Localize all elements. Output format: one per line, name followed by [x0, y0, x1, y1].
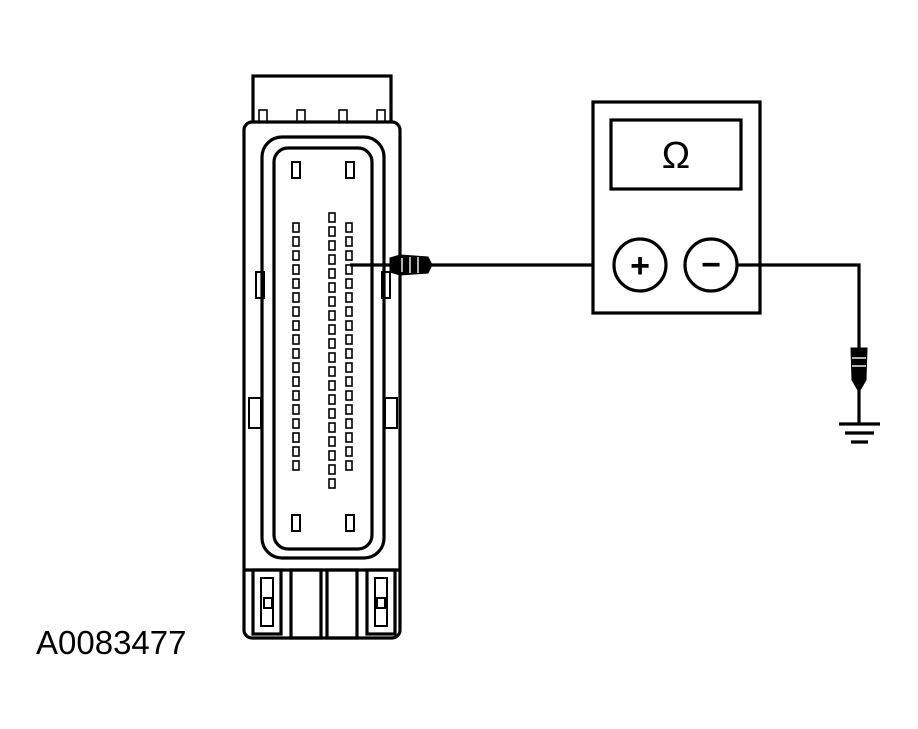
pin-cavity — [292, 460, 300, 471]
pin-cavity — [328, 212, 336, 223]
negative-lead-wire — [737, 263, 861, 350]
pin-cavity — [328, 450, 336, 461]
pin-cavity — [345, 362, 353, 373]
pin-cavity — [328, 478, 336, 489]
pin-cavity — [345, 306, 353, 317]
pin-cavities — [292, 212, 353, 489]
pin-cavity — [328, 394, 336, 405]
pin-cavity — [292, 278, 300, 289]
pin-cavity — [345, 264, 353, 275]
positive-terminal-label: + — [630, 247, 650, 285]
pin-cavity — [292, 446, 300, 457]
pin-cavity — [328, 338, 336, 349]
pin-cavity — [292, 432, 300, 443]
pin-cavity — [292, 250, 300, 261]
pin-cavity — [328, 352, 336, 363]
pin-cavity — [328, 366, 336, 377]
latch-center-right — [325, 568, 359, 640]
pin-cavity — [328, 422, 336, 433]
pin-cavity — [328, 436, 336, 447]
test-probe — [350, 254, 433, 276]
pin-cavity — [345, 320, 353, 331]
negative-terminal-label: − — [701, 246, 721, 284]
pin-cavity — [328, 296, 336, 307]
pin-cavity — [292, 320, 300, 331]
pin-cavity — [345, 390, 353, 401]
pin-cavity — [328, 282, 336, 293]
connector-top-tab — [251, 74, 393, 128]
latch-center-left — [289, 568, 323, 640]
pin-cavity — [328, 268, 336, 279]
pin-cavity — [345, 236, 353, 247]
pin-cavity — [292, 376, 300, 387]
pin-cavity — [292, 362, 300, 373]
pin-cavity — [328, 408, 336, 419]
pin-cavity — [345, 278, 353, 289]
pin-cavity — [345, 222, 353, 233]
pin-cavity — [328, 380, 336, 391]
pin-cavity — [292, 348, 300, 359]
pin-cavity — [292, 390, 300, 401]
pin-cavity — [328, 324, 336, 335]
latch-right — [365, 568, 397, 636]
pin-cavity — [345, 250, 353, 261]
pin-cavity — [345, 404, 353, 415]
pin-cavity — [292, 404, 300, 415]
pin-cavity — [292, 222, 300, 233]
pin-cavity — [328, 226, 336, 237]
pin-cavity — [328, 464, 336, 475]
pin-cavity — [345, 418, 353, 429]
ground-probe — [850, 347, 868, 424]
pin-cavity — [328, 240, 336, 251]
pin-cavity — [345, 376, 353, 387]
connector-face-inner — [272, 146, 374, 551]
latch-left — [251, 568, 283, 636]
connector-body — [242, 120, 402, 640]
ground-symbol — [839, 422, 880, 444]
meter-display — [609, 118, 743, 191]
pin-cavity — [292, 306, 300, 317]
ohmmeter: Ω + − — [591, 100, 762, 315]
pin-cavity — [345, 446, 353, 457]
pin-cavity — [345, 292, 353, 303]
meter-symbol: Ω — [662, 135, 690, 177]
pin-cavity — [292, 334, 300, 345]
figure-id: A0083477 — [36, 624, 186, 661]
pin-cavity — [292, 264, 300, 275]
pin-cavity — [328, 310, 336, 321]
pin-cavity — [292, 236, 300, 247]
connector — [242, 74, 402, 640]
positive-terminal — [612, 237, 668, 293]
pin-cavity — [328, 254, 336, 265]
pin-cavity — [345, 432, 353, 443]
pin-cavity — [292, 292, 300, 303]
pin-cavity — [345, 348, 353, 359]
connector-face-outer — [260, 135, 386, 560]
pin-cavity — [292, 418, 300, 429]
pin-cavity — [345, 460, 353, 471]
pin-cavity — [345, 334, 353, 345]
